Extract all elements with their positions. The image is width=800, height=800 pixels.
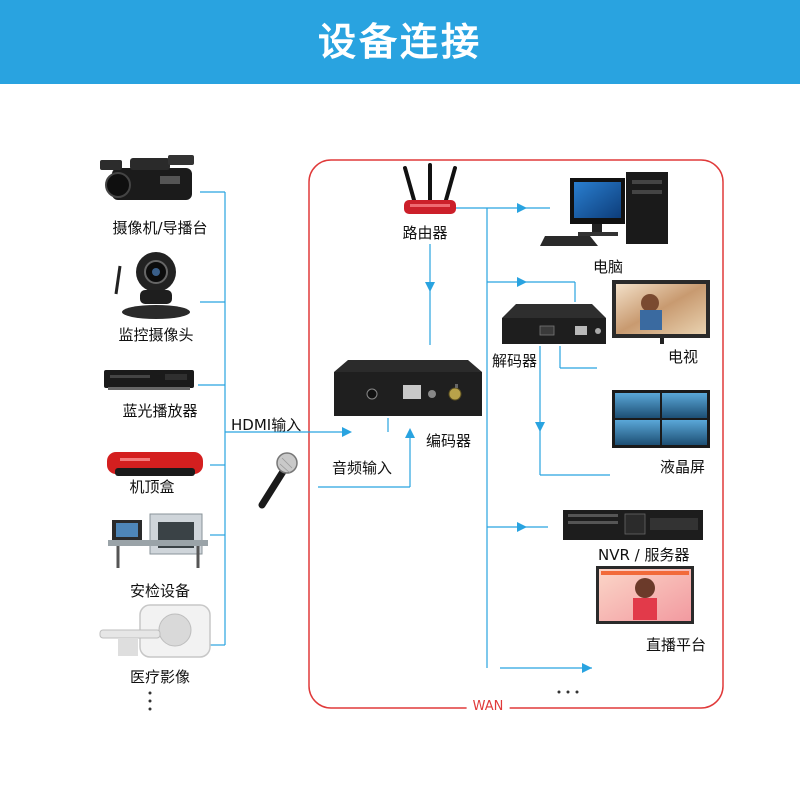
security-camera-icon (114, 252, 190, 319)
live-arrow-icon (582, 663, 592, 673)
wan-label: WAN (466, 699, 510, 714)
ct-scanner-icon (99, 604, 211, 658)
router-icon (403, 163, 457, 214)
more-destinations-dots (557, 690, 579, 694)
encoder-box-icon (334, 360, 482, 416)
xray-scanner-icon (108, 513, 208, 568)
header-bar: 设备连接 (0, 0, 800, 84)
destination-label-lcd: 液晶屏 (660, 458, 706, 476)
destination-label-tv: 电视 (668, 348, 699, 366)
destination-label-live-platform: 直播平台 (646, 636, 707, 654)
bluray-player-icon (104, 370, 194, 390)
camcorder-icon (100, 155, 194, 200)
computer-arrow-icon (517, 203, 527, 213)
nvr-server-icon (563, 510, 703, 540)
encoder-label: 编码器 (426, 432, 472, 450)
header-background (0, 0, 800, 84)
live-platform-icon (596, 566, 694, 624)
more-sources-dots (148, 691, 152, 711)
source-label-xray-scanner: 安检设备 (129, 582, 191, 600)
source-label-bluray-player: 蓝光播放器 (122, 402, 198, 420)
destination-label-computer: 电脑 (592, 258, 624, 276)
source-label-camcorder: 摄像机/导播台 (112, 219, 208, 237)
lcd-screen-icon (612, 390, 710, 448)
router-down-arrow-icon (425, 282, 435, 292)
nvr-arrow-icon (517, 522, 527, 532)
desktop-computer-icon (540, 172, 668, 246)
source-label-ct-scanner: 医疗影像 (129, 668, 191, 686)
source-connection-lines (198, 191, 411, 646)
page-title: 设备连接 (317, 20, 482, 64)
source-label-set-top-box: 机顶盒 (129, 478, 175, 496)
audio-arrow-icon (405, 428, 415, 438)
router-label: 路由器 (402, 224, 448, 242)
hdmi-arrow-icon (342, 427, 352, 437)
wan-boundary (308, 159, 724, 709)
destination-label-decoder: 解码器 (492, 352, 538, 370)
audio-input-label: 音频输入 (332, 459, 393, 477)
destination-label-nvr: NVR / 服务器 (598, 546, 690, 564)
decoder-arrow-icon (517, 277, 527, 287)
set-top-box-icon (107, 452, 203, 476)
microphone-icon (258, 452, 298, 509)
tv-icon (612, 280, 710, 344)
source-label-security-camera: 监控摄像头 (118, 326, 194, 344)
decoder-box-icon (502, 304, 606, 344)
lcd-arrow-icon (535, 422, 545, 432)
hdmi-input-label: HDMI输入 (231, 416, 302, 434)
